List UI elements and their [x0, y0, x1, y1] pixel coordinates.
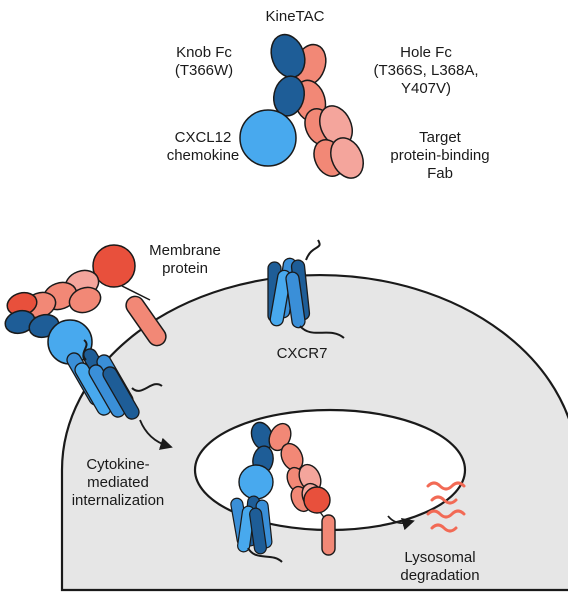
cxcr7-left	[66, 339, 163, 420]
membrane-protein-label: Membrane protein	[149, 242, 221, 277]
target-fab-label: Target protein-binding Fab	[390, 129, 490, 182]
cxcr7-label: CXCR7	[276, 345, 328, 362]
cxcl12-chemokine	[239, 109, 297, 167]
internalized-complex	[230, 421, 336, 563]
degradation-arrow	[387, 515, 415, 531]
membrane-protein-anchor	[125, 295, 167, 347]
kinetac-title: KineTAC	[265, 8, 325, 25]
lysosomal-label: Lysosomal degradation	[400, 549, 480, 584]
fab-left-3	[68, 286, 102, 314]
hole-fc-label: Hole Fc (T366S, L368A, Y407V)	[373, 44, 479, 97]
cxcl12-label: CXCL12 chemokine	[166, 129, 240, 164]
knob-fc-label: Knob Fc (T366W)	[174, 44, 234, 79]
degraded-protein-fragments	[426, 481, 466, 533]
membrane-protein-head	[92, 244, 136, 288]
internalization-label: Cytokine- mediated internalization	[71, 456, 165, 509]
kinetac-molecule	[239, 33, 364, 179]
cxcr7-receptor	[267, 239, 345, 339]
internalization-arrow	[139, 419, 173, 450]
left-complex	[4, 244, 167, 420]
fab-domain-4	[330, 137, 364, 179]
